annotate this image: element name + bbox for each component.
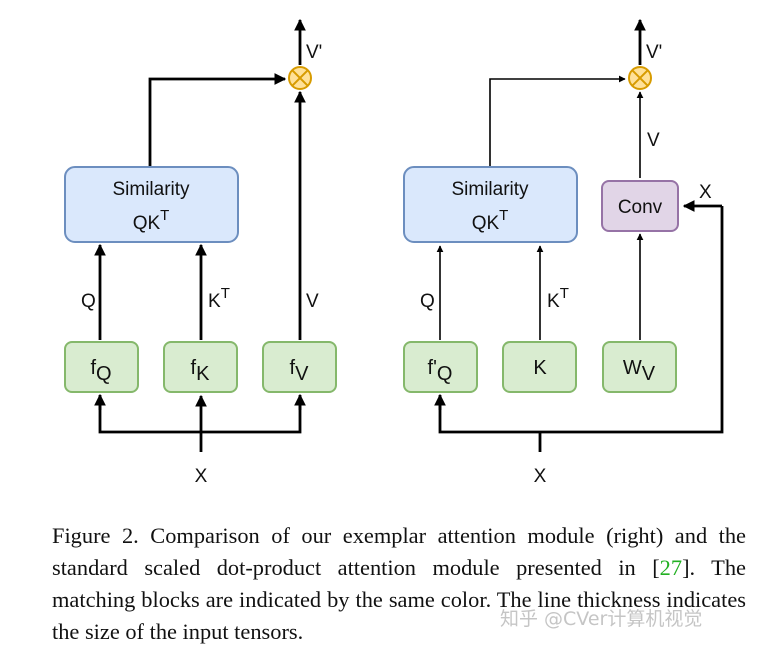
- left-label-kt: KT: [208, 285, 230, 312]
- left-connectors: [94, 18, 306, 452]
- right-wv-label: WV: [623, 357, 656, 385]
- right-label-x-conv: X: [699, 182, 712, 203]
- right-label-v: V: [647, 130, 660, 151]
- left-multiply-icon: [288, 66, 312, 90]
- left-label-vprime: V': [306, 42, 322, 63]
- right-fq-label: f'Q: [428, 357, 453, 385]
- right-diagram: Similarity QKT Conv f'Q K WV Q KT V V' X…: [403, 18, 724, 487]
- right-similarity-title: Similarity: [451, 179, 529, 200]
- watermark: 知乎 @CVer计算机视觉: [500, 608, 703, 630]
- right-connectors: [434, 200, 724, 452]
- left-fq-label: fQ: [90, 357, 111, 385]
- right-arrow-similarity-to-mult: [489, 75, 626, 166]
- caption-text-part1: Figure 2. Comparison of our exemplar att…: [52, 523, 746, 580]
- right-similarity-box: [403, 166, 578, 243]
- right-thin-connectors: [436, 75, 644, 340]
- right-conv-box: [601, 180, 679, 232]
- left-similarity-title: Similarity: [112, 179, 190, 200]
- figure-caption: Figure 2. Comparison of our exemplar att…: [52, 520, 746, 648]
- left-fv-box: [262, 341, 337, 393]
- right-fq-box: [403, 341, 478, 393]
- left-similarity-box: [64, 166, 239, 243]
- left-input-x: X: [195, 466, 208, 487]
- right-bus-line: [438, 206, 724, 434]
- right-label-kt: KT: [547, 285, 569, 312]
- attention-diagram: Similarity QKT fQ fK fV Q KT V V' X: [64, 18, 724, 487]
- caption-text-part2: ]. The matching blocks are indicated by …: [52, 555, 746, 644]
- right-input-x: X: [534, 466, 547, 487]
- right-label-vprime: V': [646, 42, 662, 63]
- left-arrow-similarity-to-mult: [148, 73, 287, 166]
- left-fk-label: fK: [191, 357, 211, 385]
- right-wv-box: [602, 341, 677, 393]
- left-label-v: V: [306, 291, 319, 312]
- citation-link[interactable]: 27: [659, 555, 683, 580]
- left-fk-box: [163, 341, 238, 393]
- left-label-q: Q: [81, 291, 96, 312]
- left-fv-label: fV: [290, 357, 310, 385]
- right-k-label: K: [533, 357, 547, 379]
- left-fq-box: [64, 341, 139, 393]
- right-label-q: Q: [420, 291, 435, 312]
- left-similarity-formula: QKT: [133, 207, 170, 234]
- right-k-box: [502, 341, 577, 393]
- right-similarity-formula: QKT: [472, 207, 509, 234]
- left-diagram: Similarity QKT fQ fK fV Q KT V V' X: [64, 18, 337, 487]
- right-conv-label: Conv: [618, 197, 663, 218]
- right-multiply-icon: [628, 66, 652, 90]
